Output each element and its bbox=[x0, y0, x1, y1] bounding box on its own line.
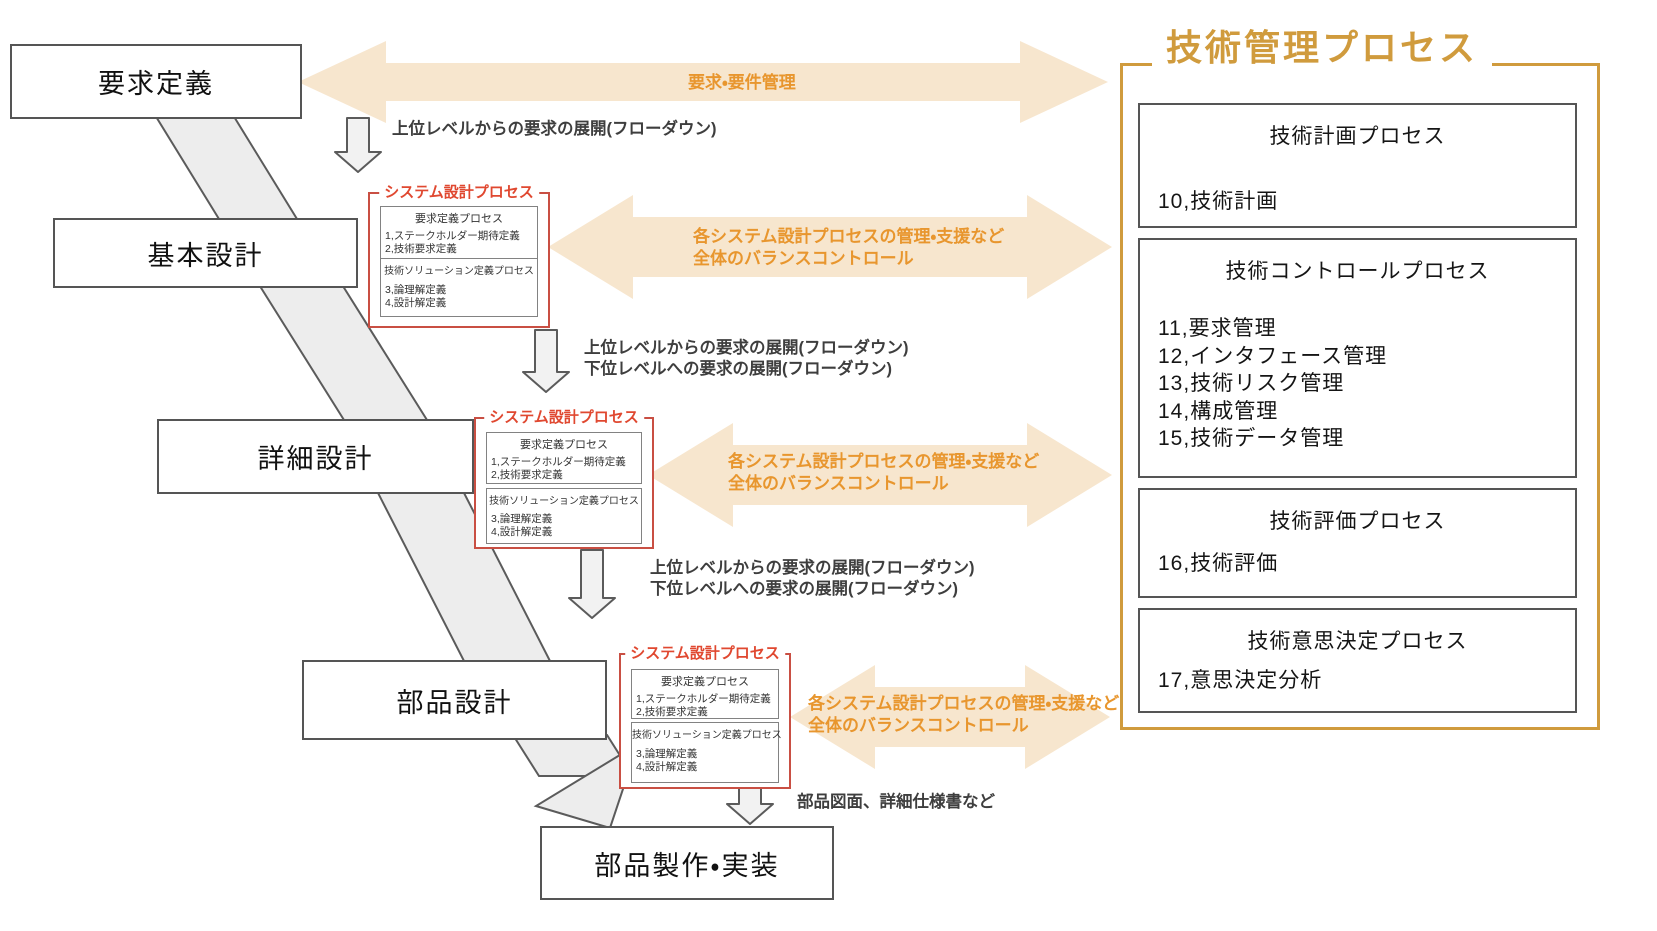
requirements-item: 1,ステークホルダー期待定義 bbox=[385, 230, 520, 242]
solution-process-box-3: 技術ソリューション定義プロセス 3,論理解定義 4,設計解定義 bbox=[631, 722, 782, 783]
requirements-process-box-2: 要求定義プロセス 1,ステークホルダー期待定義 2,技術要求定義 bbox=[486, 432, 642, 484]
double-arrow-mgmt-3 bbox=[790, 665, 1110, 769]
arrow-caption-mgmt-1: 各システム設計プロセスの管理・支援など 全体のバランスコントロール bbox=[693, 226, 1004, 269]
solution-process-box-2: 技術ソリューション定義プロセス 3,論理解定義 4,設計解定義 bbox=[486, 488, 642, 544]
solution-process-box-1: 技術ソリューション定義プロセス 3,論理解定義 4,設計解定義 bbox=[380, 258, 538, 317]
arrow-caption-mgmt-3: 各システム設計プロセスの管理・支援など 全体のバランスコントロール bbox=[808, 693, 1119, 736]
panel-box-control-title: 技術コントロールプロセス bbox=[1225, 260, 1490, 283]
panel-item: 17,意思決定分析 bbox=[1158, 669, 1323, 692]
management-frame-title: 技術管理プロセス bbox=[1152, 25, 1493, 71]
box-parts-production: 部品製作・実装 bbox=[540, 826, 834, 900]
requirements-process-box-1: 要求定義プロセス 1,ステークホルダー期待定義 2,技術要求定義 bbox=[380, 206, 538, 259]
panel-item: 10,技術計画 bbox=[1158, 190, 1279, 213]
system-design-group-2-title: システム設計プロセス bbox=[484, 408, 644, 428]
arrow-caption-mgmt-2: 各システム設計プロセスの管理・支援など 全体のバランスコントロール bbox=[728, 451, 1039, 494]
down-arrow-icon-1 bbox=[334, 117, 382, 173]
requirements-item: 1,ステークホルダー期待定義 bbox=[636, 693, 771, 705]
panel-box-decision-title: 技術意思決定プロセス bbox=[1247, 630, 1468, 653]
panel-item: 14,構成管理 bbox=[1158, 399, 1279, 423]
solution-item: 3,論理解定義 bbox=[385, 284, 447, 296]
system-design-group-1: システム設計プロセス 要求定義プロセス 1,ステークホルダー期待定義 2,技術要… bbox=[368, 183, 550, 328]
panel-item: 16,技術評価 bbox=[1158, 552, 1279, 575]
requirements-item: 2,技術要求定義 bbox=[636, 706, 708, 718]
flowdown-label-2-upper: 上位レベルからの要求の展開(フローダウン) bbox=[584, 339, 909, 357]
system-design-group-1-title: システム設計プロセス bbox=[379, 183, 539, 203]
box-basic-design: 基本設計 bbox=[53, 218, 358, 288]
panel-box-assessment: 技術評価プロセス 16,技術評価 bbox=[1138, 488, 1577, 598]
solution-item: 4,設計解定義 bbox=[491, 526, 553, 538]
down-arrow-icon-3 bbox=[568, 549, 616, 619]
double-arrow-requirements-mgmt bbox=[298, 41, 1108, 123]
arrow-caption-mgmt-2-line2: 全体のバランスコントロール bbox=[728, 473, 949, 493]
flowdown-label-1: 上位レベルからの要求の展開(フローダウン) bbox=[392, 120, 717, 138]
flowdown-label-2: 上位レベルからの要求の展開(フローダウン) 下位レベルへの要求の展開(フローダウ… bbox=[584, 338, 909, 380]
box-detail-design: 詳細設計 bbox=[157, 419, 474, 494]
double-arrow-mgmt-1 bbox=[548, 195, 1112, 299]
panel-box-planning: 技術計画プロセス 10,技術計画 bbox=[1138, 103, 1577, 228]
panel-box-assessment-title: 技術評価プロセス bbox=[1269, 510, 1446, 533]
requirements-item: 2,技術要求定義 bbox=[491, 469, 563, 481]
requirements-process-box-3: 要求定義プロセス 1,ステークホルダー期待定義 2,技術要求定義 bbox=[631, 669, 779, 719]
box-parts-design: 部品設計 bbox=[302, 660, 607, 740]
panel-item: 11,要求管理 bbox=[1158, 317, 1277, 340]
flowdown-label-3: 上位レベルからの要求の展開(フローダウン) 下位レベルへの要求の展開(フローダウ… bbox=[650, 558, 975, 600]
solution-process-title: 技術ソリューション定義プロセス bbox=[632, 730, 782, 741]
panel-item: 15,技術データ管理 bbox=[1158, 427, 1345, 450]
arrow-caption-mgmt-2-line1: 各システム設計プロセスの管理・支援など bbox=[728, 452, 1040, 471]
solution-item: 3,論理解定義 bbox=[491, 513, 553, 525]
requirements-process-title: 要求定義プロセス bbox=[415, 213, 503, 225]
flowdown-label-3-upper: 上位レベルからの要求の展開(フローダウン) bbox=[650, 559, 975, 577]
arrow-caption-mgmt-3-line2: 全体のバランスコントロール bbox=[808, 715, 1029, 735]
down-arrow-icon-2 bbox=[522, 329, 570, 393]
panel-box-control: 技術コントロールプロセス 11,要求管理 12,インタフェース管理 13,技術リ… bbox=[1138, 238, 1577, 478]
double-arrow-mgmt-2 bbox=[648, 423, 1112, 527]
arrow-caption-mgmt-1-line1: 各システム設計プロセスの管理・支援など bbox=[693, 227, 1005, 246]
panel-item: 12,インタフェース管理 bbox=[1158, 344, 1388, 368]
panel-item: 13,技術リスク管理 bbox=[1158, 372, 1345, 395]
flowdown-label-2-lower: 下位レベルへの要求の展開(フローダウン) bbox=[584, 360, 892, 378]
system-design-group-2: システム設計プロセス 要求定義プロセス 1,ステークホルダー期待定義 2,技術要… bbox=[474, 408, 654, 549]
panel-box-planning-title: 技術計画プロセス bbox=[1269, 125, 1446, 148]
requirements-item: 2,技術要求定義 bbox=[385, 243, 457, 255]
arrow-caption-mgmt-1-line2: 全体のバランスコントロール bbox=[693, 248, 914, 268]
panel-box-decision: 技術意思決定プロセス 17,意思決定分析 bbox=[1138, 608, 1577, 713]
requirements-process-title: 要求定義プロセス bbox=[520, 439, 608, 451]
flowdown-label-3-lower: 下位レベルへの要求の展開(フローダウン) bbox=[650, 580, 958, 598]
system-design-group-3: システム設計プロセス 要求定義プロセス 1,ステークホルダー期待定義 2,技術要… bbox=[619, 644, 791, 789]
requirements-item: 1,ステークホルダー期待定義 bbox=[491, 456, 626, 468]
arrow-caption-mgmt-3-line1: 各システム設計プロセスの管理・支援など bbox=[808, 694, 1120, 713]
solution-item: 4,設計解定義 bbox=[636, 761, 698, 773]
system-design-group-3-title: システム設計プロセス bbox=[625, 644, 785, 664]
cascade-band-1 bbox=[153, 114, 299, 220]
requirements-process-title: 要求定義プロセス bbox=[661, 676, 749, 688]
down-arrow-icon-4 bbox=[726, 787, 774, 825]
deliverables-label: 部品図面、詳細仕様書など bbox=[797, 793, 995, 811]
solution-process-title: 技術ソリューション定義プロセス bbox=[489, 496, 639, 507]
solution-process-title: 技術ソリューション定義プロセス bbox=[384, 266, 534, 277]
solution-item: 4,設計解定義 bbox=[385, 297, 447, 309]
box-requirements-definition: 要求定義 bbox=[10, 44, 302, 119]
solution-item: 3,論理解定義 bbox=[636, 748, 698, 760]
arrow-caption-requirements-mgmt: 要求・要件管理 bbox=[688, 73, 796, 92]
